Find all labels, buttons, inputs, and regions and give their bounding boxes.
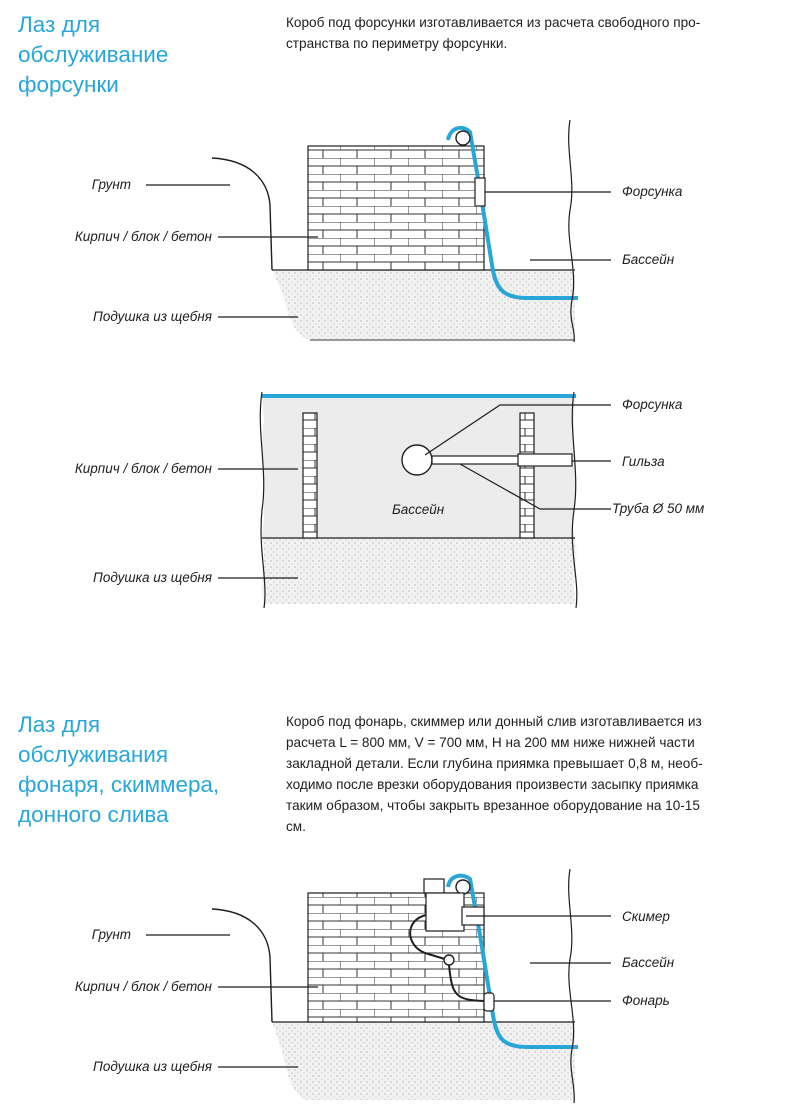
label-lantern: Фонарь xyxy=(622,993,670,1008)
lantern-icon xyxy=(483,992,495,1012)
section1-description-line: странства по периметру форсунки. xyxy=(286,36,508,51)
section2-heading-line: донного слива xyxy=(18,802,169,827)
skimmer-icon xyxy=(425,892,465,932)
label-brick: Кирпич / блок / бетон xyxy=(75,229,213,244)
section2-heading: Лаз для обслуживания фонаря, скиммера, д… xyxy=(18,710,219,830)
label-nozzle: Форсунка xyxy=(622,397,683,412)
section1-description-line: Короб под форсунки изготавливается из ра… xyxy=(286,15,701,30)
label-nozzle: Форсунка xyxy=(622,184,683,199)
section2-description-line: см. xyxy=(286,819,306,834)
section2-description-line: таким образом, чтобы закрыть врезанное о… xyxy=(286,798,700,813)
label-gravel: Подушка из щебня xyxy=(93,570,212,585)
nozzle-icon xyxy=(401,444,433,476)
liner-edge-icon xyxy=(455,879,471,895)
gravel-layer xyxy=(272,1022,575,1100)
label-pool: Бассейн xyxy=(392,502,445,517)
diagram-skimmer-side: Грунт Кирпич / блок / бетон Подушка из щ… xyxy=(75,868,675,1104)
section2-description: Короб под фонарь, скиммер или донный сли… xyxy=(286,711,774,837)
section1-heading-line: форсунки xyxy=(18,72,119,97)
label-ground: Грунт xyxy=(92,177,131,192)
brick-wall xyxy=(307,145,485,271)
liner-edge-icon xyxy=(455,130,471,146)
gravel-layer xyxy=(262,538,577,604)
section1-heading-line: обслуживание xyxy=(18,42,169,67)
diagram-nozzle-side: Грунт Кирпич / блок / бетон Подушка из щ… xyxy=(75,119,683,343)
label-gravel: Подушка из щебня xyxy=(93,309,212,324)
label-skimmer: Скимер xyxy=(622,909,670,924)
brick-column-left xyxy=(302,412,318,539)
cable xyxy=(409,914,449,961)
section2-description-line: расчета L = 800 мм, V = 700 мм, H на 200… xyxy=(286,735,695,750)
section2-heading-line: Лаз для xyxy=(18,712,101,737)
label-brick: Кирпич / блок / бетон xyxy=(75,461,213,476)
ground-contour xyxy=(211,157,273,271)
section1-heading-line: Лаз для xyxy=(18,12,101,37)
section2-description-line: Короб под фонарь, скиммер или донный сли… xyxy=(286,714,702,729)
brick-column-right xyxy=(519,412,535,539)
gravel-layer xyxy=(272,270,575,340)
pool-liner xyxy=(446,125,578,300)
sleeve xyxy=(517,453,573,467)
label-brick: Кирпич / блок / бетон xyxy=(75,979,213,994)
label-pool: Бассейн xyxy=(622,955,675,970)
label-sleeve: Гильза xyxy=(622,454,665,469)
junction-icon xyxy=(443,954,455,966)
section1-heading: Лаз для обслуживание форсунки xyxy=(18,10,168,100)
section2-description-line: ходимо после врезки оборудования произве… xyxy=(286,777,699,792)
section2-heading-line: обслуживания xyxy=(18,742,169,767)
label-pipe: Труба Ø 50 мм xyxy=(612,501,704,516)
label-ground: Грунт xyxy=(92,927,131,942)
pipe xyxy=(431,455,521,465)
section1-description: Короб под форсунки изготавливается из ра… xyxy=(286,12,774,54)
diagram-nozzle-plan: Кирпич / блок / бетон Подушка из щебня Ф… xyxy=(75,391,704,609)
nozzle-icon xyxy=(474,177,486,207)
skimmer-lid xyxy=(423,878,445,894)
label-pool: Бассейн xyxy=(622,252,675,267)
pool-liner xyxy=(446,873,578,1049)
section2-description-line: закладной детали. Если глубина приямка п… xyxy=(286,756,703,771)
section2-heading-line: фонаря, скиммера, xyxy=(18,772,220,797)
label-gravel: Подушка из щебня xyxy=(93,1059,212,1074)
ground-contour xyxy=(211,908,273,1023)
